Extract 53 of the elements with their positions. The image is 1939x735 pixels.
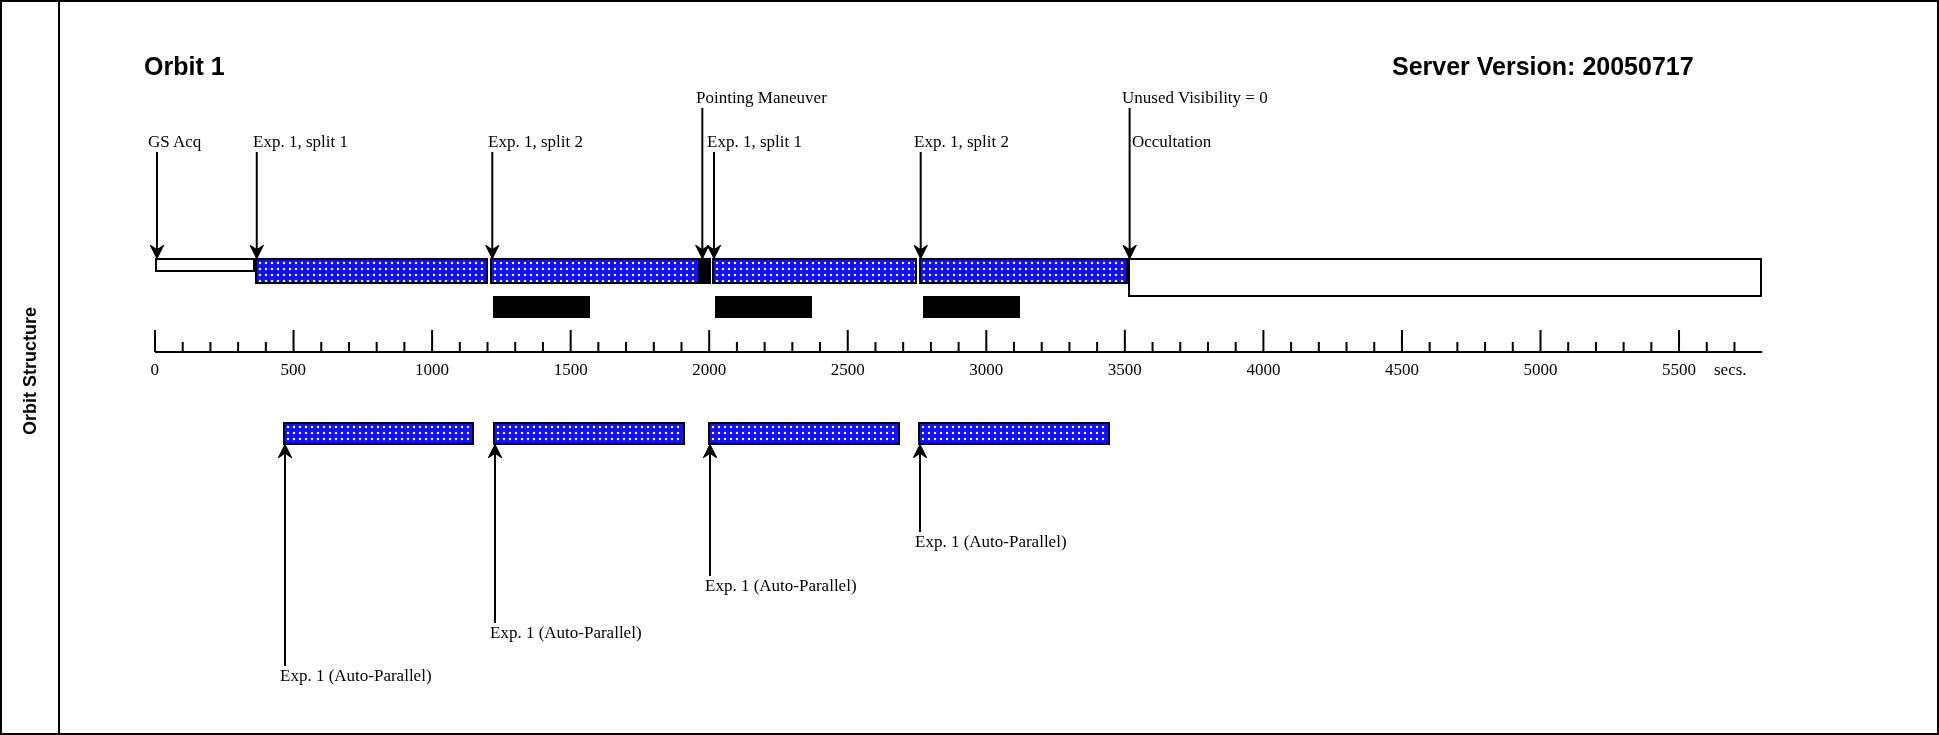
- annotation-text: Exp. 1 (Auto-Parallel): [705, 576, 857, 596]
- tick-label: 4500: [1384, 360, 1419, 380]
- tick-label: 2500: [830, 360, 865, 380]
- time-segment: [1127, 258, 1763, 297]
- annotation-text: Exp. 1 (Auto-Parallel): [280, 666, 432, 686]
- exposure-segment: [283, 422, 474, 445]
- unit-label: secs.: [1714, 360, 1747, 380]
- time-segment: [155, 258, 255, 272]
- annotation-text: Unused Visibility = 0: [1122, 88, 1268, 108]
- leader-arrow: [703, 444, 717, 577]
- time-block: [714, 296, 812, 318]
- leader-arrow: [695, 107, 710, 259]
- annotation-text: Exp. 1, split 1: [253, 132, 348, 152]
- annotation-text: Exp. 1 (Auto-Parallel): [915, 532, 1067, 552]
- annotation-text: Exp. 1, split 1: [707, 132, 802, 152]
- tick-label: 3500: [1107, 360, 1142, 380]
- tick-label: 1000: [415, 360, 450, 380]
- leader-arrow: [913, 151, 928, 259]
- leader-arrow: [488, 444, 502, 624]
- annotation-text: Exp. 1 (Auto-Parallel): [490, 623, 642, 643]
- leader-arrow: [278, 444, 292, 667]
- side-heading: Orbit Structure: [20, 307, 41, 435]
- leader-arrow: [707, 151, 721, 259]
- leader-arrow: [1122, 107, 1137, 259]
- segment-label: Occultation: [1132, 132, 1212, 152]
- tick-label: 5500: [1662, 360, 1697, 380]
- annotation-text: GS Acq: [148, 132, 202, 152]
- exposure-segment: [254, 258, 488, 284]
- exposure-segment: [490, 258, 701, 284]
- leader-arrow: [150, 151, 164, 259]
- annotation-text: Pointing Maneuver: [696, 88, 827, 108]
- version-text: Server Version: 20050717: [1392, 52, 1694, 81]
- tick-label: 1500: [553, 360, 588, 380]
- exposure-segment: [918, 258, 1128, 284]
- exposure-segment: [918, 422, 1110, 445]
- tick-label: 5000: [1523, 360, 1558, 380]
- exposure-segment: [708, 422, 900, 445]
- tick-label: 3000: [969, 360, 1004, 380]
- exposure-segment: [711, 258, 917, 284]
- exposure-segment: [493, 422, 685, 445]
- time-block: [493, 296, 591, 318]
- annotation-text: Exp. 1, split 2: [914, 132, 1009, 152]
- tick-label: 2000: [692, 360, 727, 380]
- orbit-title: Orbit 1: [144, 52, 225, 81]
- time-block: [700, 258, 712, 284]
- time-block: [922, 296, 1020, 318]
- tick-label: 0: [150, 360, 159, 380]
- leader-arrow: [250, 151, 264, 259]
- tick-label: 4000: [1246, 360, 1281, 380]
- annotation-text: Exp. 1, split 2: [488, 132, 583, 152]
- leader-arrow: [913, 444, 927, 533]
- leader-arrow: [485, 151, 500, 259]
- tick-label: 500: [280, 360, 307, 380]
